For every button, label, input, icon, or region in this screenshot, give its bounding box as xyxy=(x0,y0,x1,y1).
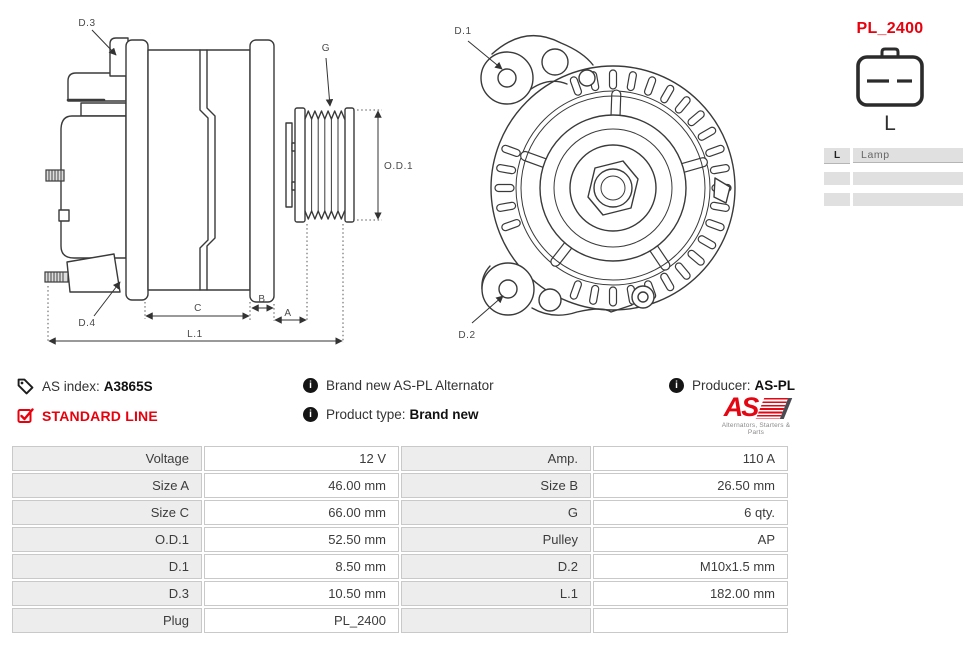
plug-code: PL_2400 xyxy=(856,20,924,37)
as-index-label: AS index: xyxy=(42,379,100,394)
spec-row: D.3 10.50 mm L.1 182.00 mm xyxy=(12,581,788,606)
producer-item: i Producer: AS-PL xyxy=(669,378,795,393)
spec-label-cell: O.D.1 xyxy=(12,527,202,552)
as-logo-mark: AS xyxy=(713,392,799,422)
spec-value-cell: M10x1.5 mm xyxy=(593,554,788,579)
producer-value: AS-PL xyxy=(754,378,796,393)
spec-value-cell: 8.50 mm xyxy=(204,554,399,579)
connector-body xyxy=(856,55,924,107)
plug-panel: PL_2400 L L Lamp xyxy=(810,14,970,214)
as-logo-stripes xyxy=(756,397,793,419)
lamp-table-row: L Lamp xyxy=(824,148,963,164)
terminal-stud xyxy=(45,169,65,182)
spec-value-cell: 12 V xyxy=(204,446,399,471)
mounting-lugs xyxy=(480,35,731,316)
lamp-value-cell xyxy=(853,193,963,206)
dim-label-b: B xyxy=(258,294,265,305)
product-type-label: Product type: xyxy=(326,407,406,422)
side-view-drawing: D.3 D.4 G O.D.1 C B A L.1 xyxy=(44,18,413,345)
as-index-item: AS index: A3865S xyxy=(17,378,153,395)
spec-label-cell: Size B xyxy=(401,473,591,498)
as-logo: AS Alternators, Starters & Parts xyxy=(713,394,799,436)
spec-label-cell: D.2 xyxy=(401,554,591,579)
checkbox-checked-icon xyxy=(17,408,34,423)
spec-label-cell: Pulley xyxy=(401,527,591,552)
spec-value-cell: PL_2400 xyxy=(204,608,399,633)
lamp-table-row xyxy=(824,172,963,185)
dim-label-d1: D.1 xyxy=(454,26,471,37)
as-index-value: A3865S xyxy=(103,379,153,394)
spec-row: Voltage 12 V Amp. 110 A xyxy=(12,446,788,471)
standard-line-label: STANDARD LINE xyxy=(42,407,158,424)
spec-label-cell: Plug xyxy=(12,608,202,633)
product-type-item: i Product type: Brand new xyxy=(303,407,479,422)
spec-label-cell: Size C xyxy=(12,500,202,525)
spec-label-cell: Voltage xyxy=(12,446,202,471)
spec-table: Voltage 12 V Amp. 110 A Size A 46.00 mm … xyxy=(10,444,790,635)
spec-label-cell: Amp. xyxy=(401,446,591,471)
dim-label-l1: L.1 xyxy=(187,329,203,340)
spec-label-cell: D.1 xyxy=(12,554,202,579)
dim-label-a: A xyxy=(284,308,291,319)
lamp-table-row xyxy=(824,193,963,206)
spec-label-cell: G xyxy=(401,500,591,525)
spec-row: D.1 8.50 mm D.2 M10x1.5 mm xyxy=(12,554,788,579)
connector-pin-label: L xyxy=(884,112,896,135)
info-icon: i xyxy=(303,407,318,422)
as-logo-text: AS xyxy=(723,392,759,422)
spec-value-cell: 182.00 mm xyxy=(593,581,788,606)
front-view-drawing: D.1 D.2 xyxy=(454,26,736,341)
lamp-table: L Lamp xyxy=(824,148,963,206)
front-mounting-flange xyxy=(249,39,275,303)
spec-label-cell xyxy=(401,608,591,633)
lamp-value-cell xyxy=(853,172,963,185)
alternator-rear-housing xyxy=(44,72,127,293)
alternator-front-face xyxy=(490,65,736,311)
standard-line-item: STANDARD LINE xyxy=(17,407,158,424)
lamp-key-cell: L xyxy=(824,148,850,164)
spec-value-cell: 46.00 mm xyxy=(204,473,399,498)
as-logo-caption: Alternators, Starters & Parts xyxy=(721,422,791,436)
spec-label-cell: Size A xyxy=(12,473,202,498)
lamp-value-cell: Lamp xyxy=(853,148,963,163)
info-icon: i xyxy=(303,378,318,393)
side-tab xyxy=(713,177,731,204)
spec-label-cell: D.3 xyxy=(12,581,202,606)
spec-value-cell: 26.50 mm xyxy=(593,473,788,498)
product-description: Brand new AS-PL Alternator xyxy=(326,378,494,393)
dim-label-d4: D.4 xyxy=(78,318,95,329)
dim-label-d3: D.3 xyxy=(78,18,95,29)
dim-label-c: C xyxy=(194,303,202,314)
stator-body xyxy=(147,49,251,291)
spec-row: O.D.1 52.50 mm Pulley AP xyxy=(12,527,788,552)
spec-value-cell xyxy=(593,608,788,633)
spec-label-cell: L.1 xyxy=(401,581,591,606)
spec-row: Plug PL_2400 xyxy=(12,608,788,633)
spec-value-cell: 52.50 mm xyxy=(204,527,399,552)
d4-mounting-boss xyxy=(44,253,121,293)
connector-diagram xyxy=(856,47,924,107)
spec-value-cell: 6 qty. xyxy=(593,500,788,525)
spec-value-cell: AP xyxy=(593,527,788,552)
spec-row: Size C 66.00 mm G 6 qty. xyxy=(12,500,788,525)
dim-label-g: G xyxy=(322,43,330,54)
producer-label: Producer: xyxy=(692,378,751,393)
lamp-key-cell xyxy=(824,172,850,185)
dim-label-d2: D.2 xyxy=(458,330,475,341)
spec-row: Size A 46.00 mm Size B 26.50 mm xyxy=(12,473,788,498)
pulley xyxy=(294,107,355,223)
spec-value-cell: 66.00 mm xyxy=(204,500,399,525)
info-icon: i xyxy=(669,378,684,393)
spec-value-cell: 110 A xyxy=(593,446,788,471)
dim-label-od1: O.D.1 xyxy=(384,161,413,172)
product-type-value: Brand new xyxy=(409,407,479,422)
product-description-item: i Brand new AS-PL Alternator xyxy=(303,378,494,393)
spec-value-cell: 10.50 mm xyxy=(204,581,399,606)
tag-icon xyxy=(17,378,34,395)
lamp-key-cell xyxy=(824,193,850,206)
